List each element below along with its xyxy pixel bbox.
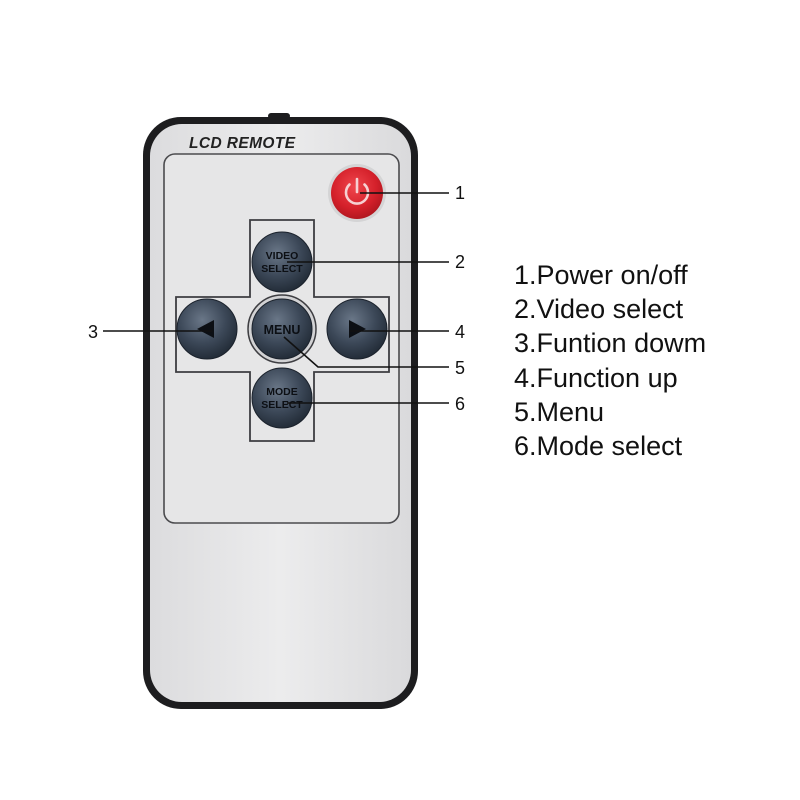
video-select-button[interactable]: VIDEO SELECT — [251, 231, 313, 293]
right-button[interactable] — [326, 298, 388, 360]
left-button[interactable] — [176, 298, 238, 360]
legend-item-menu: 5.Menu — [514, 396, 605, 427]
top-notch — [268, 113, 290, 119]
legend-item-function-down: 3.Funtion dowm — [514, 328, 707, 359]
mode-select-button[interactable]: MODE SELECT — [251, 367, 313, 429]
callout-line-5 — [283, 336, 449, 368]
button-legend: 1.Power on/off 2.Video select 3.Funtion … — [514, 258, 706, 463]
callout-number-4: 4 — [455, 322, 465, 342]
triangle-right-icon — [349, 320, 366, 338]
dpad-outline — [175, 219, 390, 442]
legend-item-mode-select: 6.Mode select — [514, 431, 683, 462]
triangle-left-icon — [197, 320, 214, 338]
callout-number-5: 5 — [455, 358, 465, 378]
callout-number-2: 2 — [455, 252, 465, 272]
video-select-line2: SELECT — [261, 263, 303, 275]
mode-select-line2: SELECT — [261, 399, 303, 411]
mode-select-line1: MODE — [266, 386, 298, 398]
menu-button[interactable]: MENU — [247, 294, 317, 364]
menu-label: MENU — [264, 323, 301, 337]
video-select-line1: VIDEO — [266, 250, 299, 262]
callout-number-3: 3 — [88, 322, 98, 342]
callout-lines — [103, 192, 449, 404]
legend-item-power: 1.Power on/off — [514, 260, 688, 290]
brand-label: LCD REMOTE — [189, 135, 296, 152]
legend-item-video-select: 2.Video select — [514, 294, 684, 325]
legend-item-function-up: 4.Function up — [514, 362, 678, 393]
callout-number-6: 6 — [455, 394, 465, 414]
callout-number-1: 1 — [455, 183, 465, 203]
power-icon — [344, 177, 370, 205]
power-button[interactable] — [328, 164, 386, 222]
